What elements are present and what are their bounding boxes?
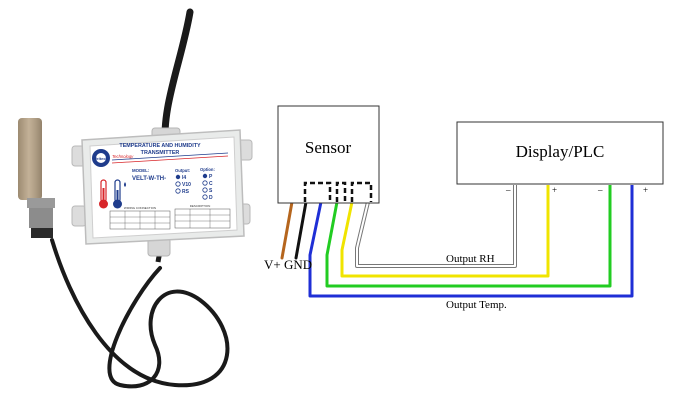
option-d: D (209, 195, 213, 201)
transmitter-photo: TEMPERATURE AND HUMIDITY TRANSMITTER Vel… (18, 8, 253, 389)
model-label: MODEL: (132, 168, 150, 173)
wiring-diagram: Sensor Display/PLC – + – + V+ GND Output… (264, 105, 664, 311)
humidity-thermometer-icon (113, 179, 126, 209)
output-rh-label: Output RH (446, 253, 495, 265)
output-v10: V10 (182, 182, 191, 188)
wire-vplus (280, 200, 294, 260)
option-c: C (209, 181, 213, 187)
output-rs: RS (182, 189, 190, 195)
vplus-label: V+ (264, 257, 281, 272)
wire-rh-return (356, 185, 516, 267)
wire-rh-signal (340, 185, 550, 278)
display-plc-label: Display/PLC (516, 142, 605, 161)
option-label: Option: (200, 167, 215, 172)
sensor-label: Sensor (305, 138, 352, 157)
brand-name: Veltech (94, 156, 109, 161)
device-label: TEMPERATURE AND HUMIDITY TRANSMITTER Vel… (92, 143, 231, 230)
display-plc-box (456, 121, 664, 185)
model-value: VELT-W-TH- (132, 176, 166, 182)
option-s: S (209, 188, 213, 194)
thermometer-icon (99, 179, 108, 209)
wire-temp-return (325, 185, 612, 288)
option-p: P (209, 174, 213, 180)
description-table (174, 208, 231, 229)
humidity-probe (18, 118, 55, 238)
brand-technology: Technology (112, 154, 134, 159)
gnd-label: GND (284, 257, 312, 272)
label-title-line2: TRANSMITTER (141, 150, 180, 156)
terminal-minus-rh: – (505, 185, 511, 195)
terminal-minus-temp: – (597, 185, 603, 195)
output-label: Output: (175, 168, 190, 173)
terminal-plus-temp: + (643, 185, 648, 195)
sensor-box (277, 105, 380, 204)
wire-temp-signal (308, 185, 634, 298)
terminal-plus-rh: + (552, 185, 557, 195)
wiring-title: WIRING CONNECTION (124, 206, 156, 210)
wire-gnd (294, 200, 308, 260)
output-temp-label: Output Temp. (446, 299, 507, 311)
sensor-terminals (303, 181, 373, 202)
description-title: DESCRIPTION (190, 204, 211, 208)
probe-cable (50, 238, 230, 389)
label-title-line1: TEMPERATURE AND HUMIDITY (119, 143, 201, 149)
output-i4: I4 (182, 175, 186, 181)
